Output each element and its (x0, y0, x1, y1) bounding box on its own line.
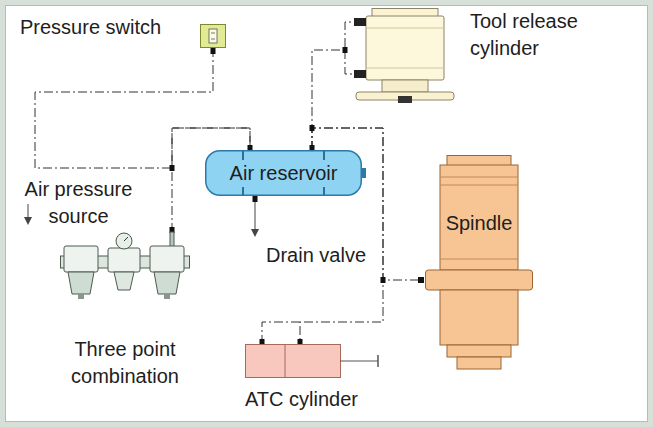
atc-cylinder-shape (245, 344, 385, 378)
branch-line (345, 50, 352, 74)
node-label: Air reservoir (227, 160, 341, 187)
node-label: Tool release cylinder (470, 8, 620, 62)
three-point-combination-part (78, 294, 84, 299)
three-point-combination-part (114, 272, 134, 290)
tool-release-cylinder-text-holder: Tool release cylinder (470, 8, 620, 62)
spindle-part (440, 290, 518, 345)
three-point-combination-part (154, 272, 180, 294)
three-point-combination-part (124, 237, 128, 241)
tool-release-cylinder: Tool release cylinder (352, 8, 458, 104)
atc-cylinder-part (377, 355, 379, 367)
spindle-part (440, 165, 518, 270)
spindle-shape (425, 155, 533, 370)
three-point-combination-part (64, 246, 98, 272)
pressure-switch-text-holder: Pressure switch (20, 14, 192, 41)
tool-release-cylinder-part (382, 80, 428, 92)
text-label: Drain valve (266, 242, 396, 269)
tool-release-cylinder-part (366, 28, 444, 29)
port-marker (170, 165, 175, 171)
three-point-combination-part (116, 233, 132, 249)
spindle: Spindle (425, 155, 533, 370)
port-marker (310, 125, 315, 131)
three-point-combination-shape (60, 232, 190, 300)
port-marker (418, 277, 424, 283)
pressure-switch: Pressure switch (200, 24, 226, 48)
node-label: ATC cylinder (245, 386, 395, 413)
atc-cylinder-part (246, 345, 341, 378)
tool-release-cylinder-part (372, 9, 438, 17)
pressure-switch-shape (200, 24, 226, 48)
drain-valve-label: Drain valve (266, 242, 396, 269)
tool-release-cylinder-part (366, 68, 444, 69)
atc-cylinder-text-holder: ATC cylinder (245, 386, 395, 413)
air-reservoir-part (361, 168, 366, 178)
three-point-combination-part (108, 248, 140, 272)
three-point-combination: Three point combination (60, 232, 190, 300)
port-marker (253, 196, 258, 202)
atc-cylinder: ATC cylinder (245, 344, 385, 378)
spindle-part (457, 357, 501, 369)
three-point-combination-part (164, 294, 170, 299)
node-label: Spindle (443, 210, 516, 237)
spindle-part (440, 185, 518, 186)
pressure-switch-part (211, 39, 215, 40)
air-reservoir: Air reservoir (205, 150, 362, 196)
tool-release-cylinder-shape (352, 8, 458, 104)
air-inlet-arrowhead (24, 217, 32, 225)
port-marker (211, 48, 216, 54)
spindle-part (447, 156, 511, 166)
node-label: Three point combination (55, 336, 195, 390)
tool-release-cylinder-part (354, 18, 366, 26)
branch-line (262, 322, 300, 344)
pressure-switch-part (211, 33, 215, 34)
three-point-combination-text-holder: Three point combination (55, 336, 195, 390)
air-reservoir-text-holder: Air reservoir (205, 150, 362, 196)
spindle-part (426, 270, 533, 290)
pressure-switch-part (201, 25, 226, 48)
air-line (35, 48, 250, 168)
spindle-part (447, 345, 511, 357)
air-line (312, 22, 352, 150)
tool-release-cylinder-part (398, 96, 412, 103)
port-marker (343, 47, 348, 53)
node-label: Pressure switch (20, 14, 192, 41)
pressure-switch-part (209, 29, 217, 43)
spindle-text-holder: Spindle (425, 203, 533, 243)
drain-arrowhead (251, 229, 259, 237)
tool-release-cylinder-part (366, 16, 444, 80)
port-marker (381, 277, 386, 283)
drain-arrow (255, 198, 256, 230)
panel (6, 6, 648, 422)
atc-cylinder-part (285, 345, 286, 377)
text-label: Air pressure source (16, 176, 141, 230)
spindle-part (440, 177, 518, 178)
air-source-label: Air pressure source (16, 176, 141, 230)
atc-cylinder-part (340, 360, 378, 361)
spindle-part (440, 259, 518, 260)
three-point-combination-part (150, 246, 184, 272)
air-inlet-arrow (28, 204, 29, 218)
tool-release-cylinder-part (354, 70, 366, 78)
air-reservoir-part (206, 151, 362, 196)
three-point-combination-part (68, 272, 94, 294)
